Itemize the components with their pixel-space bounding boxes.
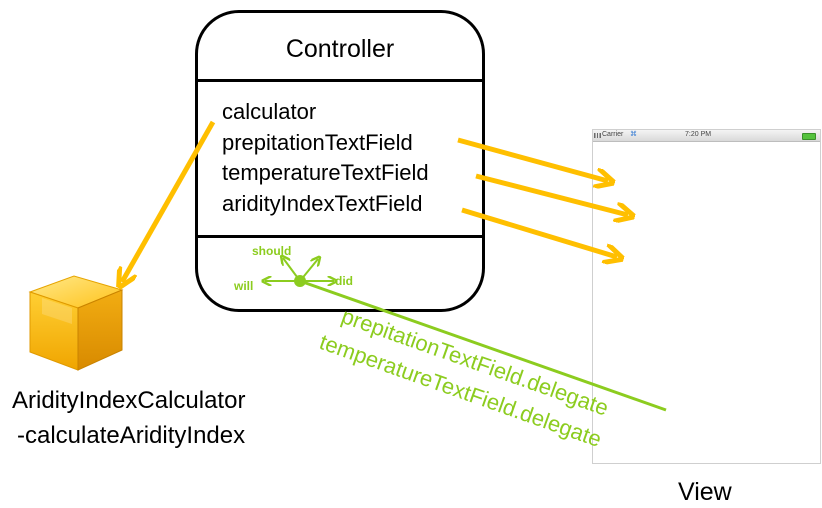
controller-box: Controller calculator prepitationTextFie… xyxy=(195,10,485,312)
calculator-arrow xyxy=(122,120,216,282)
prepitation-arrow xyxy=(457,137,608,181)
delegate-line xyxy=(299,279,667,412)
view-label: View xyxy=(678,478,732,506)
aridity-index-arrow xyxy=(461,207,617,257)
controller-divider-top xyxy=(198,79,482,82)
model-method: -calculateAridityIndex xyxy=(17,422,246,449)
battery-icon xyxy=(802,133,816,140)
delegate-hub xyxy=(294,275,306,287)
signal-icon xyxy=(594,133,601,138)
controller-title: Controller xyxy=(285,35,395,63)
controller-divider-bottom xyxy=(198,235,482,238)
model-class-name: AridityIndexCalculator xyxy=(12,387,246,414)
outlet-prepitation-text-field: prepitationTextField xyxy=(222,129,413,155)
outlet-aridity-index-text-field: aridityIndexTextField xyxy=(222,190,423,216)
delegate-did-label: did xyxy=(335,274,353,288)
cube-icon xyxy=(22,264,132,381)
delegate-should-label: should xyxy=(252,244,291,258)
delegate-will-label: will xyxy=(233,279,253,293)
status-carrier: Carrier xyxy=(602,131,624,138)
view-screen: Carrier ⌘ 7:20 PM xyxy=(592,129,821,464)
outlet-calculator: calculator xyxy=(222,99,317,124)
status-bar: Carrier ⌘ 7:20 PM xyxy=(593,130,820,142)
outlet-temperature-text-field: temperatureTextField xyxy=(222,160,429,185)
wifi-icon: ⌘ xyxy=(630,131,637,138)
temperature-arrow xyxy=(475,173,628,215)
status-time: 7:20 PM xyxy=(685,131,712,138)
controller-outlets: calculator prepitationTextField temperat… xyxy=(222,97,429,219)
